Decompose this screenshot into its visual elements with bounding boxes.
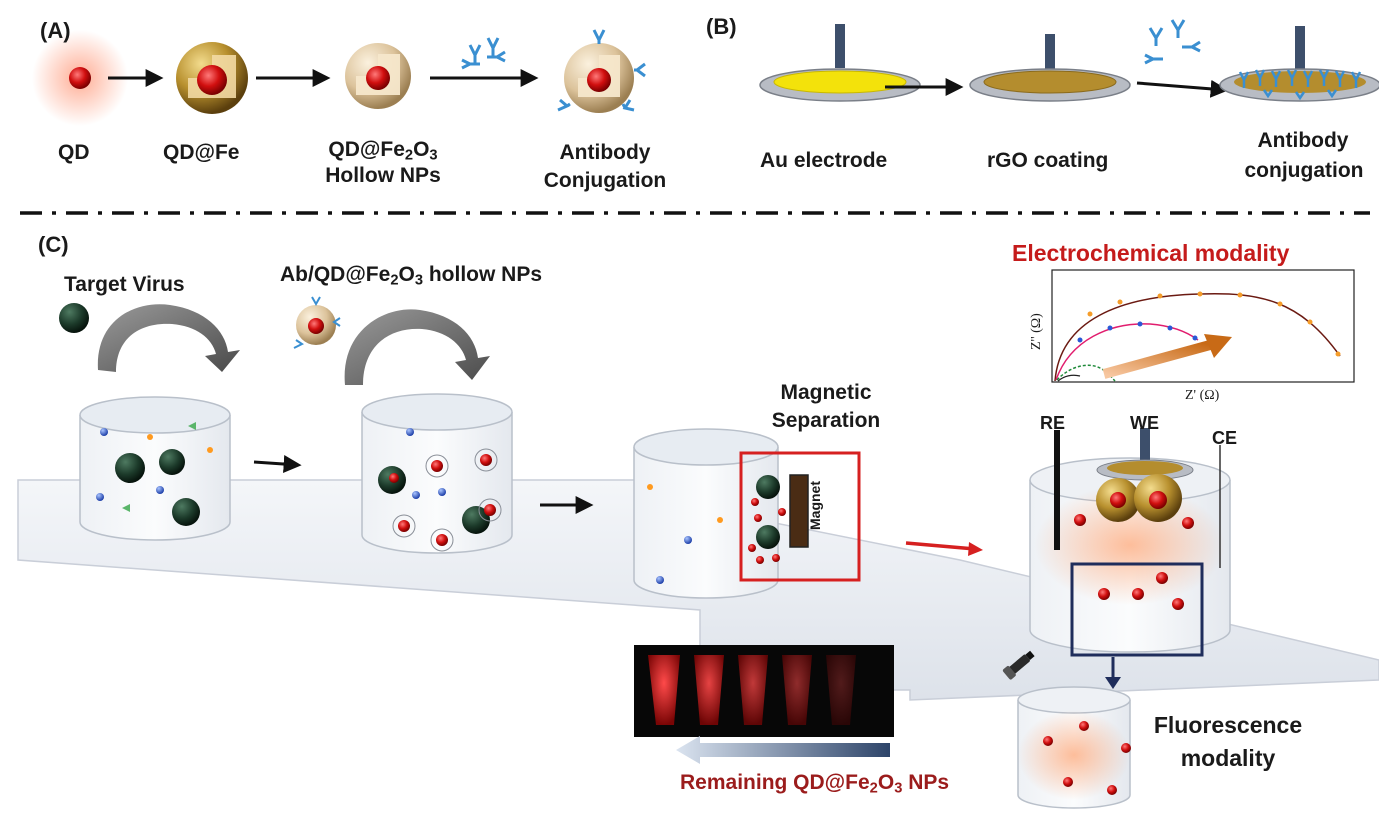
curved-arrow bbox=[97, 304, 240, 372]
antibody-icon bbox=[461, 37, 506, 70]
label-re: RE bbox=[1040, 413, 1066, 433]
qd-fe-particle bbox=[176, 42, 248, 114]
antibody-nanoparticle-icon bbox=[293, 296, 341, 349]
panel-c-schematic bbox=[17, 269, 1379, 809]
magnetic-separation-frame bbox=[739, 451, 861, 582]
label-antibody-a: Antibody bbox=[559, 141, 651, 164]
curved-arrow bbox=[344, 309, 490, 385]
label-we: WE bbox=[1130, 413, 1159, 433]
fluorescence-tube bbox=[1017, 686, 1131, 809]
label-conjugation-a: Conjugation bbox=[543, 169, 667, 192]
label-ab-nps: Ab/QD@Fe2O3 hollow NPs bbox=[280, 263, 543, 289]
label-remaining-nps: Remaining QD@Fe2O3 NPs bbox=[680, 771, 950, 797]
reference-electrode bbox=[1054, 430, 1060, 550]
fluorescent-tubes-photo bbox=[634, 645, 894, 737]
impedance-plot bbox=[1051, 269, 1355, 383]
label-qd-fe2o3: QD@Fe2O3 bbox=[328, 138, 438, 164]
antibody-conjugated-np bbox=[557, 29, 646, 113]
axis-label-y: Z'' (Ω) bbox=[1029, 313, 1044, 350]
working-electrode bbox=[1140, 428, 1150, 466]
label-qd: QD bbox=[58, 141, 90, 164]
sample-tube-2 bbox=[361, 393, 513, 554]
virus-icon bbox=[59, 303, 89, 333]
label-au-electrode: Au electrode bbox=[760, 149, 888, 172]
label-qd-fe: QD@Fe bbox=[163, 141, 240, 164]
label-target-virus: Target Virus bbox=[64, 273, 185, 296]
magnet-icon bbox=[789, 474, 809, 548]
rgo-coated-electrode bbox=[969, 34, 1131, 102]
label-separation: Separation bbox=[771, 409, 881, 432]
label-electrochemical-modality: Electrochemical modality bbox=[1012, 240, 1290, 266]
antibody-conjugated-electrode bbox=[1219, 26, 1379, 102]
au-electrode bbox=[759, 24, 921, 102]
sample-tube-1 bbox=[79, 396, 231, 541]
label-magnet: Magnet bbox=[807, 481, 823, 530]
fluorescence-frame bbox=[1070, 562, 1204, 657]
panel-label-a: (A) bbox=[40, 18, 71, 43]
label-fluorescence: Fluorescence bbox=[1153, 712, 1303, 738]
label-rgo-coating: rGO coating bbox=[987, 149, 1109, 172]
antibody-icon bbox=[1144, 19, 1201, 65]
panel-a-schematic bbox=[32, 29, 646, 126]
axis-label-x: Z' (Ω) bbox=[1185, 388, 1220, 403]
label-ce: CE bbox=[1212, 428, 1238, 448]
quantum-dot bbox=[69, 67, 91, 89]
label-antibody-b: Antibody bbox=[1257, 129, 1349, 152]
panel-b-schematic bbox=[759, 19, 1379, 102]
label-conjugation-b: conjugation bbox=[1244, 159, 1364, 182]
flashlight-icon bbox=[1002, 650, 1035, 680]
panel-label-b: (B) bbox=[706, 14, 737, 39]
label-fluorescence-modality: modality bbox=[1180, 745, 1276, 771]
label-hollow-nps: Hollow NPs bbox=[325, 164, 441, 187]
hollow-np-particle bbox=[345, 43, 411, 109]
fade-arrow bbox=[676, 736, 890, 764]
electrochemical-cell bbox=[1029, 428, 1231, 653]
panel-label-c: (C) bbox=[38, 232, 69, 257]
label-magnetic: Magnetic bbox=[780, 381, 872, 404]
